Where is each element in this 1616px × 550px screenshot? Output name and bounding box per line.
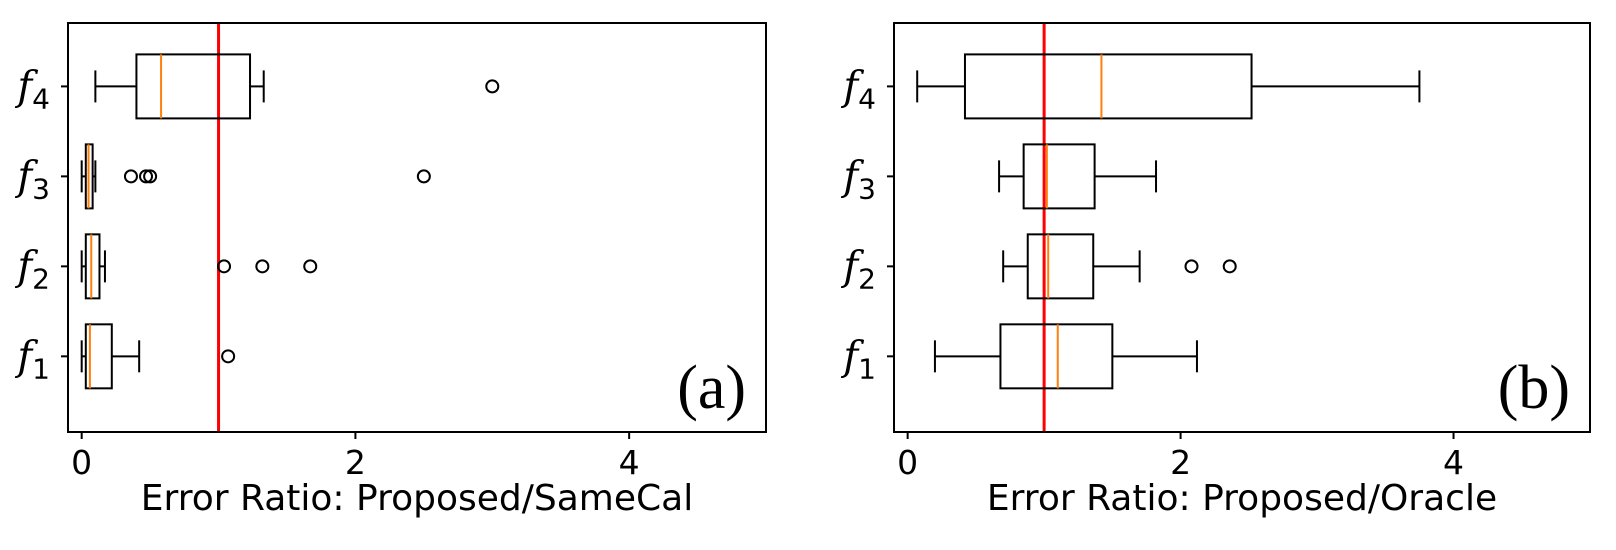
outlier-point xyxy=(123,169,138,184)
ytick-subscript: 4 xyxy=(32,82,50,115)
panel-label: (a) xyxy=(677,354,746,422)
ytick-label: f2 xyxy=(840,243,876,295)
xtick-label: 0 xyxy=(897,443,918,482)
xtick-label: 2 xyxy=(345,443,366,482)
ytick-label: f4 xyxy=(14,63,50,115)
iqr-box xyxy=(1026,233,1095,300)
box-group-f1 xyxy=(933,323,1198,390)
panel-label: (b) xyxy=(1498,354,1570,422)
outlier-point xyxy=(139,169,154,184)
ytick-subscript: 2 xyxy=(32,262,50,295)
box-group-f4 xyxy=(94,53,500,120)
axes-frame xyxy=(67,22,767,433)
ytick-subscript: 3 xyxy=(32,172,50,205)
outlier-point xyxy=(485,79,500,94)
xtick-label: 0 xyxy=(71,443,92,482)
box-group-f3 xyxy=(80,143,431,210)
iqr-box xyxy=(999,323,1114,390)
box-group-f2 xyxy=(1002,233,1237,300)
outlier-point xyxy=(416,169,431,184)
xtick-label: 4 xyxy=(1443,443,1464,482)
ytick-label: f3 xyxy=(840,153,876,205)
iqr-box xyxy=(84,323,113,390)
outlier-point xyxy=(1184,259,1199,274)
iqr-box xyxy=(135,53,252,120)
box-group-f3 xyxy=(998,143,1158,210)
ytick-label: f4 xyxy=(840,63,876,115)
outlier-point xyxy=(217,259,232,274)
axes-frame xyxy=(893,22,1591,433)
outlier-point xyxy=(1222,259,1237,274)
ytick-label: f1 xyxy=(14,333,50,385)
ytick-label: f3 xyxy=(14,153,50,205)
ytick-label: f1 xyxy=(840,333,876,385)
xtick-label: 4 xyxy=(619,443,640,482)
ytick-subscript: 2 xyxy=(858,262,876,295)
ytick-label: f2 xyxy=(14,243,50,295)
x-axis-title: Error Ratio: Proposed/SameCal xyxy=(141,478,693,519)
iqr-box xyxy=(963,53,1253,120)
ytick-subscript: 1 xyxy=(32,352,50,385)
outlier-point xyxy=(221,349,236,364)
iqr-box xyxy=(84,233,101,300)
outlier-point xyxy=(303,259,318,274)
ytick-subscript: 4 xyxy=(858,82,876,115)
box-group-f4 xyxy=(916,53,1421,120)
ytick-subscript: 1 xyxy=(858,352,876,385)
outlier-point xyxy=(143,169,158,184)
outlier-point xyxy=(255,259,270,274)
x-axis-title: Error Ratio: Proposed/Oracle xyxy=(987,478,1497,519)
box-group-f2 xyxy=(80,233,318,300)
box-group-f1 xyxy=(80,323,236,390)
xtick-label: 2 xyxy=(1170,443,1191,482)
ytick-subscript: 3 xyxy=(858,172,876,205)
iqr-box xyxy=(1022,143,1096,210)
